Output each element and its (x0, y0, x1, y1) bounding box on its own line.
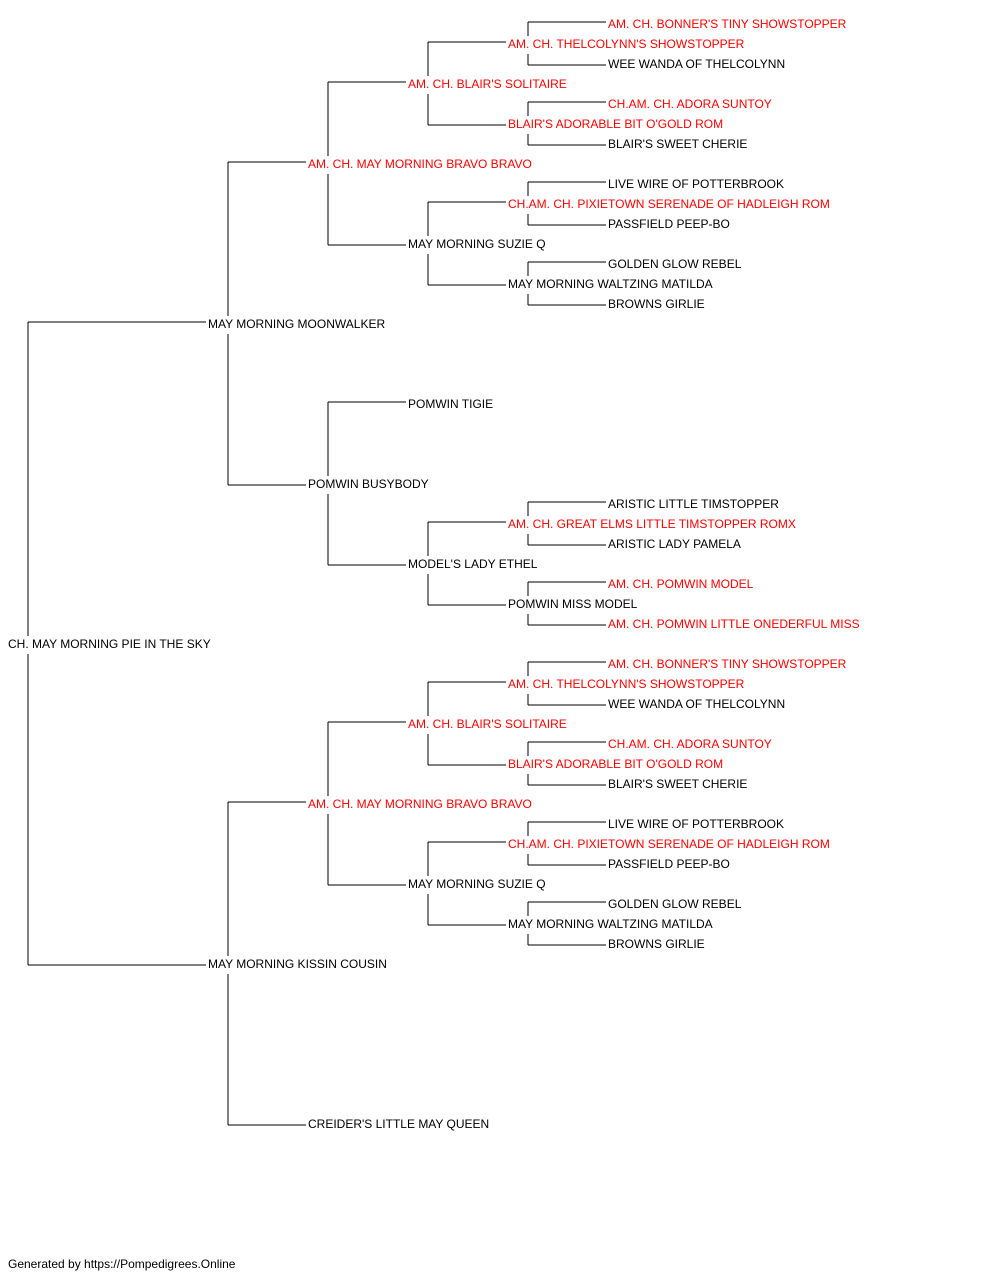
dog-name: LIVE WIRE OF POTTERBROOK (608, 817, 784, 831)
dog-name: MAY MORNING SUZIE Q (408, 877, 546, 891)
champion-dog-name: AM. CH. BONNER'S TINY SHOWSTOPPER (608, 657, 847, 671)
pedigree-tree: CH. MAY MORNING PIE IN THE SKY MAY MORNIN… (8, 17, 860, 1131)
dog-name: CREIDER'S LITTLE MAY QUEEN (308, 1117, 489, 1131)
dog-name: BLAIR'S SWEET CHERIE (608, 137, 747, 151)
footer-credit: Generated by https://Pompedigrees.Online (8, 1257, 236, 1271)
champion-dog-name: AM. CH. MAY MORNING BRAVO BRAVO (308, 797, 532, 811)
dog-name: WEE WANDA OF THELCOLYNN (608, 697, 785, 711)
dog-name: MAY MORNING SUZIE Q (408, 237, 546, 251)
dog-name: PASSFIELD PEEP-BO (608, 857, 730, 871)
dog-name: MAY MORNING WALTZING MATILDA (508, 917, 713, 931)
champion-dog-name: BLAIR'S ADORABLE BIT O'GOLD ROM (508, 757, 723, 771)
champion-dog-name: AM. CH. POMWIN LITTLE ONEDERFUL MISS (608, 617, 860, 631)
dog-name: POMWIN TIGIE (408, 397, 493, 411)
champion-dog-name: AM. CH. POMWIN MODEL (608, 577, 754, 591)
champion-dog-name: AM. CH. THELCOLYNN'S SHOWSTOPPER (508, 37, 745, 51)
dog-name: PASSFIELD PEEP-BO (608, 217, 730, 231)
champion-dog-name: AM. CH. THELCOLYNN'S SHOWSTOPPER (508, 677, 745, 691)
dog-name: MODEL'S LADY ETHEL (408, 557, 538, 571)
champion-dog-name: AM. CH. BLAIR'S SOLITAIRE (408, 77, 567, 91)
champion-dog-name: AM. CH. MAY MORNING BRAVO BRAVO (308, 157, 532, 171)
dog-name: ARISTIC LITTLE TIMSTOPPER (608, 497, 779, 511)
dog-name: GOLDEN GLOW REBEL (608, 257, 742, 271)
pedigree-labels: CH. MAY MORNING PIE IN THE SKY MAY MORNIN… (8, 17, 860, 1131)
dog-name: POMWIN MISS MODEL (508, 597, 638, 611)
dog-name: GOLDEN GLOW REBEL (608, 897, 742, 911)
dog-name: MAY MORNING WALTZING MATILDA (508, 277, 713, 291)
dog-name: BLAIR'S SWEET CHERIE (608, 777, 747, 791)
dog-name: WEE WANDA OF THELCOLYNN (608, 57, 785, 71)
dog-name: CH. MAY MORNING PIE IN THE SKY (8, 637, 211, 651)
dog-name: MAY MORNING MOONWALKER (208, 317, 385, 331)
champion-dog-name: CH.AM. CH. PIXIETOWN SERENADE OF HADLEIG… (508, 197, 830, 211)
dog-name: BROWNS GIRLIE (608, 297, 705, 311)
dog-name: BROWNS GIRLIE (608, 937, 705, 951)
champion-dog-name: AM. CH. BLAIR'S SOLITAIRE (408, 717, 567, 731)
dog-name: LIVE WIRE OF POTTERBROOK (608, 177, 784, 191)
champion-dog-name: CH.AM. CH. ADORA SUNTOY (608, 97, 772, 111)
dog-name: POMWIN BUSYBODY (308, 477, 429, 491)
dog-name: MAY MORNING KISSIN COUSIN (208, 957, 387, 971)
champion-dog-name: BLAIR'S ADORABLE BIT O'GOLD ROM (508, 117, 723, 131)
champion-dog-name: AM. CH. BONNER'S TINY SHOWSTOPPER (608, 17, 847, 31)
pedigree-connector-lines (27, 21, 606, 1126)
champion-dog-name: CH.AM. CH. PIXIETOWN SERENADE OF HADLEIG… (508, 837, 830, 851)
champion-dog-name: AM. CH. GREAT ELMS LITTLE TIMSTOPPER ROM… (508, 517, 796, 531)
dog-name: ARISTIC LADY PAMELA (608, 537, 741, 551)
champion-dog-name: CH.AM. CH. ADORA SUNTOY (608, 737, 772, 751)
